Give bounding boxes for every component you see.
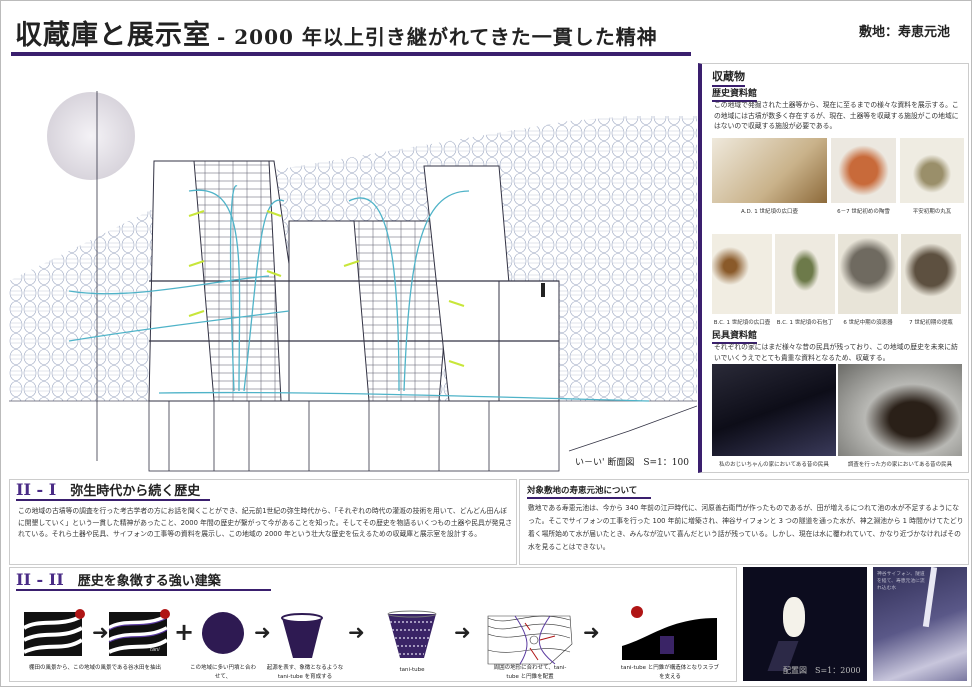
photo-caption: 平安初期の丸瓦	[912, 209, 952, 215]
person-figure	[541, 283, 545, 297]
photo-caption: 調査を行った方の家においてある昔の民具	[847, 462, 953, 468]
section-history-panel: II - I 弥生時代から続く歴史 この地域の古墳等の調査を行った考古学者の方にお…	[9, 479, 517, 565]
step-caption: この地域に多い円墳と合わせて、	[190, 665, 257, 680]
photo-stone-knife	[775, 234, 835, 314]
site-name: 敷地：寿恵元池	[859, 25, 951, 40]
photo-ceramic-shard	[831, 138, 896, 203]
tani-pattern-icon	[107, 609, 170, 656]
airflow-arrows	[68, 185, 650, 402]
photo-folk-tools-2	[838, 364, 962, 456]
history-museum-text: この地域で発掘された土器等から、現在に至るまでの様々な資料を展示する。この地域に…	[714, 101, 959, 130]
folk-museum-heading: 民具資料館	[712, 328, 758, 344]
section-architecture-panel: II - II 歴史を象徴する強い建築	[9, 567, 737, 682]
arrow-right-icon: ➜	[92, 620, 109, 644]
title-underline	[11, 52, 691, 56]
cone-icon	[281, 613, 323, 658]
section-number: II - II	[16, 570, 64, 589]
section-title: 歴史を象徴する強い建築	[77, 574, 221, 589]
collection-panel: 収蔵物 歴史資料館 この地域で発掘された土器等から、現在に至るまでの様々な資料を…	[698, 63, 969, 473]
site-layout-map-icon	[487, 615, 573, 665]
history-museum-heading: 歴史資料館	[712, 86, 758, 102]
photo-folk-tools-1	[712, 364, 836, 456]
photo-caption: 私のおじいちゃんの家においてある昔の民具	[719, 462, 829, 468]
waterfall-text: 神谷サイフォン、隧道を経て、寿恵元池に流れ込む水	[877, 572, 925, 591]
collection-heading: 収蔵物	[712, 68, 745, 87]
arrow-right-icon: ➜	[254, 620, 271, 644]
arrow-right-icon: ➜	[583, 620, 600, 644]
photo-caption: A.D. 1 世紀頃の広口壺	[741, 209, 798, 215]
pond-shape	[783, 597, 805, 637]
site-plan: 配置図 S=1：2000	[743, 567, 867, 681]
arrow-right-icon: ➜	[348, 620, 365, 644]
photo-pot-ad1	[712, 138, 827, 203]
title-main: 収蔵庫と展示室	[15, 20, 211, 51]
folk-museum-text: それぞれの家にはまだ様々な昔の民具が残っており、この地域の歴史を未来に紡いでいく…	[714, 343, 958, 362]
section-drawing: い－い' 断面図 S=1：100	[9, 61, 698, 473]
section-2-1-heading: II - I 弥生時代から続く歴史	[16, 480, 211, 501]
moon	[47, 92, 135, 180]
step-caption: tani-tube と円錐が構造体となりスラブを支える	[620, 665, 720, 680]
tani-label: tani	[150, 647, 160, 653]
section-number: II - I	[16, 480, 57, 499]
step-caption: 棚田の風景から、この地域の風景である谷水田を抽出	[29, 665, 161, 671]
section-2-2-heading: II - II 歴史を象徴する強い建築	[16, 570, 271, 591]
terrace-pattern-icon	[22, 609, 85, 656]
plus-icon: +	[174, 618, 195, 646]
waterfall-photo: 神谷サイフォン、隧道を経て、寿恵元池に流れ込む水	[873, 566, 967, 681]
site-info-panel: 対象敷地の寿恵元池について 敷地である寿恵元池は、今から 340 年前の江戸時代…	[519, 479, 969, 565]
page-title: 収蔵庫と展示室- 2000 年以上引き継がれてきた一貫した精神	[15, 13, 658, 52]
tani-tube-icon	[387, 610, 437, 658]
section-caption: い－い' 断面図 S=1：100	[575, 458, 689, 468]
photo-roof-tile	[900, 138, 964, 203]
step-caption: tani-tube	[399, 667, 425, 673]
silhouette-icon	[622, 606, 717, 660]
section-2-1-text: この地域の古墳等の調査を行った考古学者の方にお話を聞くことができ、紀元前1世紀の…	[18, 507, 513, 538]
photo-caption: 6 世紀中期の須恵器	[843, 320, 893, 326]
photo-caption: B.C. 1 世紀頃の広口壺	[713, 320, 771, 326]
photo-sue-ware	[838, 234, 898, 314]
photo-pot-bc1	[712, 234, 772, 314]
concept-diagram	[22, 606, 717, 665]
arrow-right-icon: ➜	[454, 620, 471, 644]
site-plan-caption: 配置図 S=1：2000	[783, 666, 861, 675]
circle-icon	[202, 612, 244, 654]
photo-caption: 6－7 世紀初めの陶雪	[837, 209, 890, 215]
section-title: 弥生時代から続く歴史	[70, 484, 201, 499]
photo-flask	[901, 234, 961, 314]
ventilation-arrows	[188, 210, 465, 367]
section-drawing-svg	[9, 91, 698, 473]
step-caption: 起源を表す、象徴となるような tani-tube を育成する	[266, 665, 344, 680]
title-subtitle: - 2000 年以上引き継がれてきた一貫した精神	[217, 25, 658, 49]
site-info-heading: 対象敷地の寿恵元池について	[527, 484, 652, 499]
site-info-text: 敷地である寿恵元池は、今から 340 年前の江戸時代に、河原善右衛門が作ったもの…	[528, 504, 964, 551]
photo-caption: B.C. 1 世紀頃の石包丁	[776, 320, 834, 326]
step-caption: 周囲の地形に合わせて、tani-tube と円錐を配置	[493, 665, 567, 680]
photo-caption: 7 世紀初期の提瓶	[909, 320, 953, 326]
